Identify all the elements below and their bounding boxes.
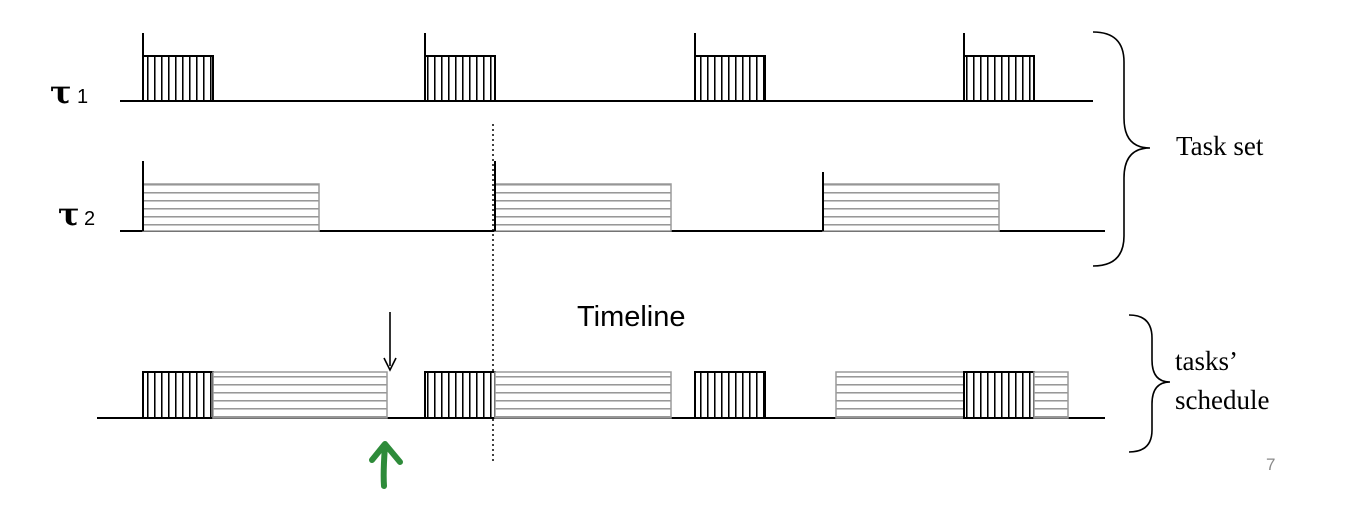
tau1-label: τ 1 xyxy=(50,73,88,111)
tau1-job-2 xyxy=(424,55,496,102)
schedule-label-line2: schedule xyxy=(1175,385,1269,415)
tau1-jobs xyxy=(142,33,1035,102)
task-set-brace xyxy=(1092,31,1151,267)
schedule-tau2-slot-1 xyxy=(212,371,388,419)
tau1-subscript: 1 xyxy=(77,86,88,108)
schedule-tau1-slot-2 xyxy=(424,371,496,419)
hand-drawn-green-up-arrow xyxy=(369,441,403,489)
schedule-label-line1: tasks’ xyxy=(1175,346,1238,376)
tau1-job-3 xyxy=(694,55,766,102)
tau2-label: τ 2 xyxy=(58,195,95,233)
schedule-tau1-slot-4 xyxy=(963,371,1035,419)
tau2-job-2 xyxy=(494,183,672,232)
schedule-tau2-slot-2 xyxy=(494,371,672,419)
tau2-job-3 xyxy=(822,183,1000,232)
tau1-job-1 xyxy=(142,55,214,102)
timeline-label: Timeline xyxy=(577,301,686,333)
tau2-subscript: 2 xyxy=(84,208,95,230)
schedule-tau2-slot-3 xyxy=(835,371,965,419)
page-number: 7 xyxy=(1266,455,1275,474)
schedule-tau2-slot-4 xyxy=(1033,371,1069,419)
tau2-symbol: τ xyxy=(58,195,80,233)
schedule-tau1-slot-3 xyxy=(694,371,766,419)
schedule-brace xyxy=(1128,314,1171,453)
task-set-label: Task set xyxy=(1176,131,1264,161)
tau2-jobs xyxy=(142,161,1000,232)
tau1-job-4 xyxy=(963,55,1035,102)
tau2-job-1 xyxy=(142,183,320,232)
schedule-tau1-slot-1 xyxy=(142,371,214,419)
preemption-marker-arrow xyxy=(383,312,397,372)
schedule-jobs xyxy=(142,371,1069,419)
tau1-symbol: τ xyxy=(50,73,72,111)
